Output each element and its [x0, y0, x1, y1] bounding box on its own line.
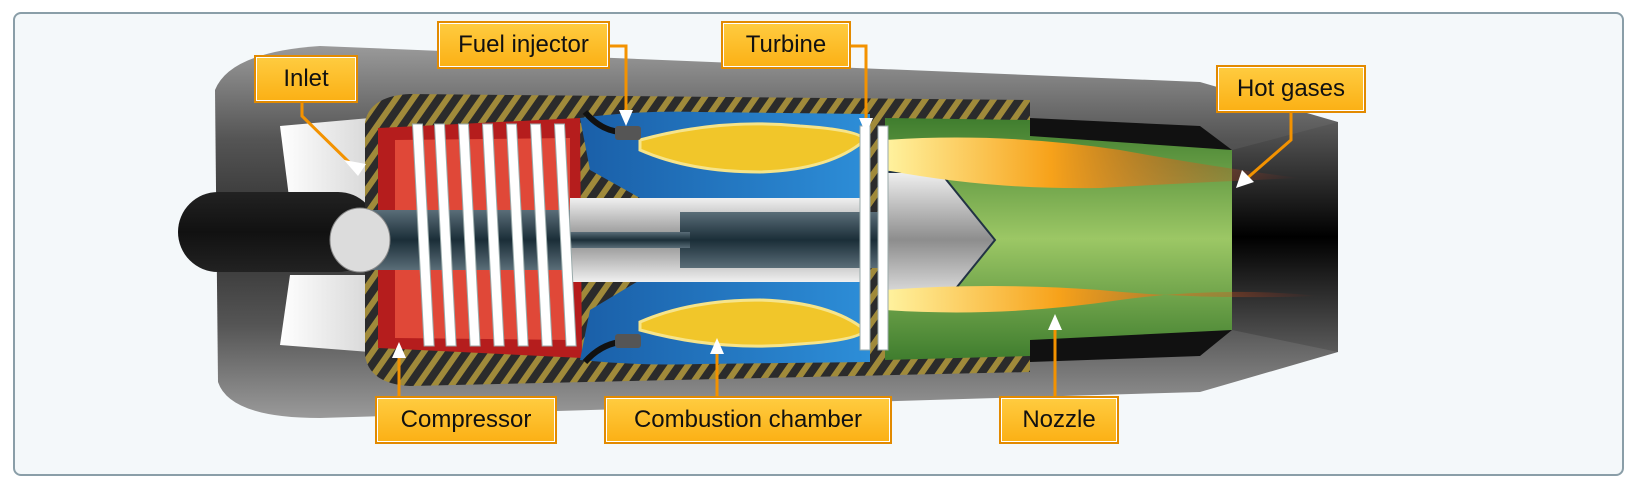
inlet-duct-upper — [280, 118, 370, 205]
spinner — [329, 207, 391, 273]
label-compressor: Compressor — [375, 396, 557, 444]
exhaust-liner-lower — [1030, 330, 1232, 362]
label-fuel-injector: Fuel injector — [437, 21, 610, 69]
exhaust-liner-upper — [1030, 118, 1232, 150]
exhaust-ring — [1232, 122, 1338, 352]
shaft-thin — [560, 232, 690, 248]
compressor-blades — [411, 123, 577, 347]
label-combustion-chamber: Combustion chamber — [604, 396, 892, 444]
nose-cone — [178, 192, 378, 272]
hot-gas-flame-lower — [885, 286, 1320, 313]
inlet-duct-lower — [280, 275, 370, 352]
arrowheads — [344, 110, 1254, 358]
label-nozzle: Nozzle — [999, 396, 1119, 444]
label-hot-gases: Hot gases — [1216, 65, 1366, 113]
hot-gas-flame-upper — [885, 137, 1300, 189]
fuel-injectors — [582, 110, 641, 365]
label-inlet: Inlet — [254, 55, 358, 103]
leader-lines — [300, 44, 1293, 406]
label-turbine: Turbine — [721, 21, 851, 69]
